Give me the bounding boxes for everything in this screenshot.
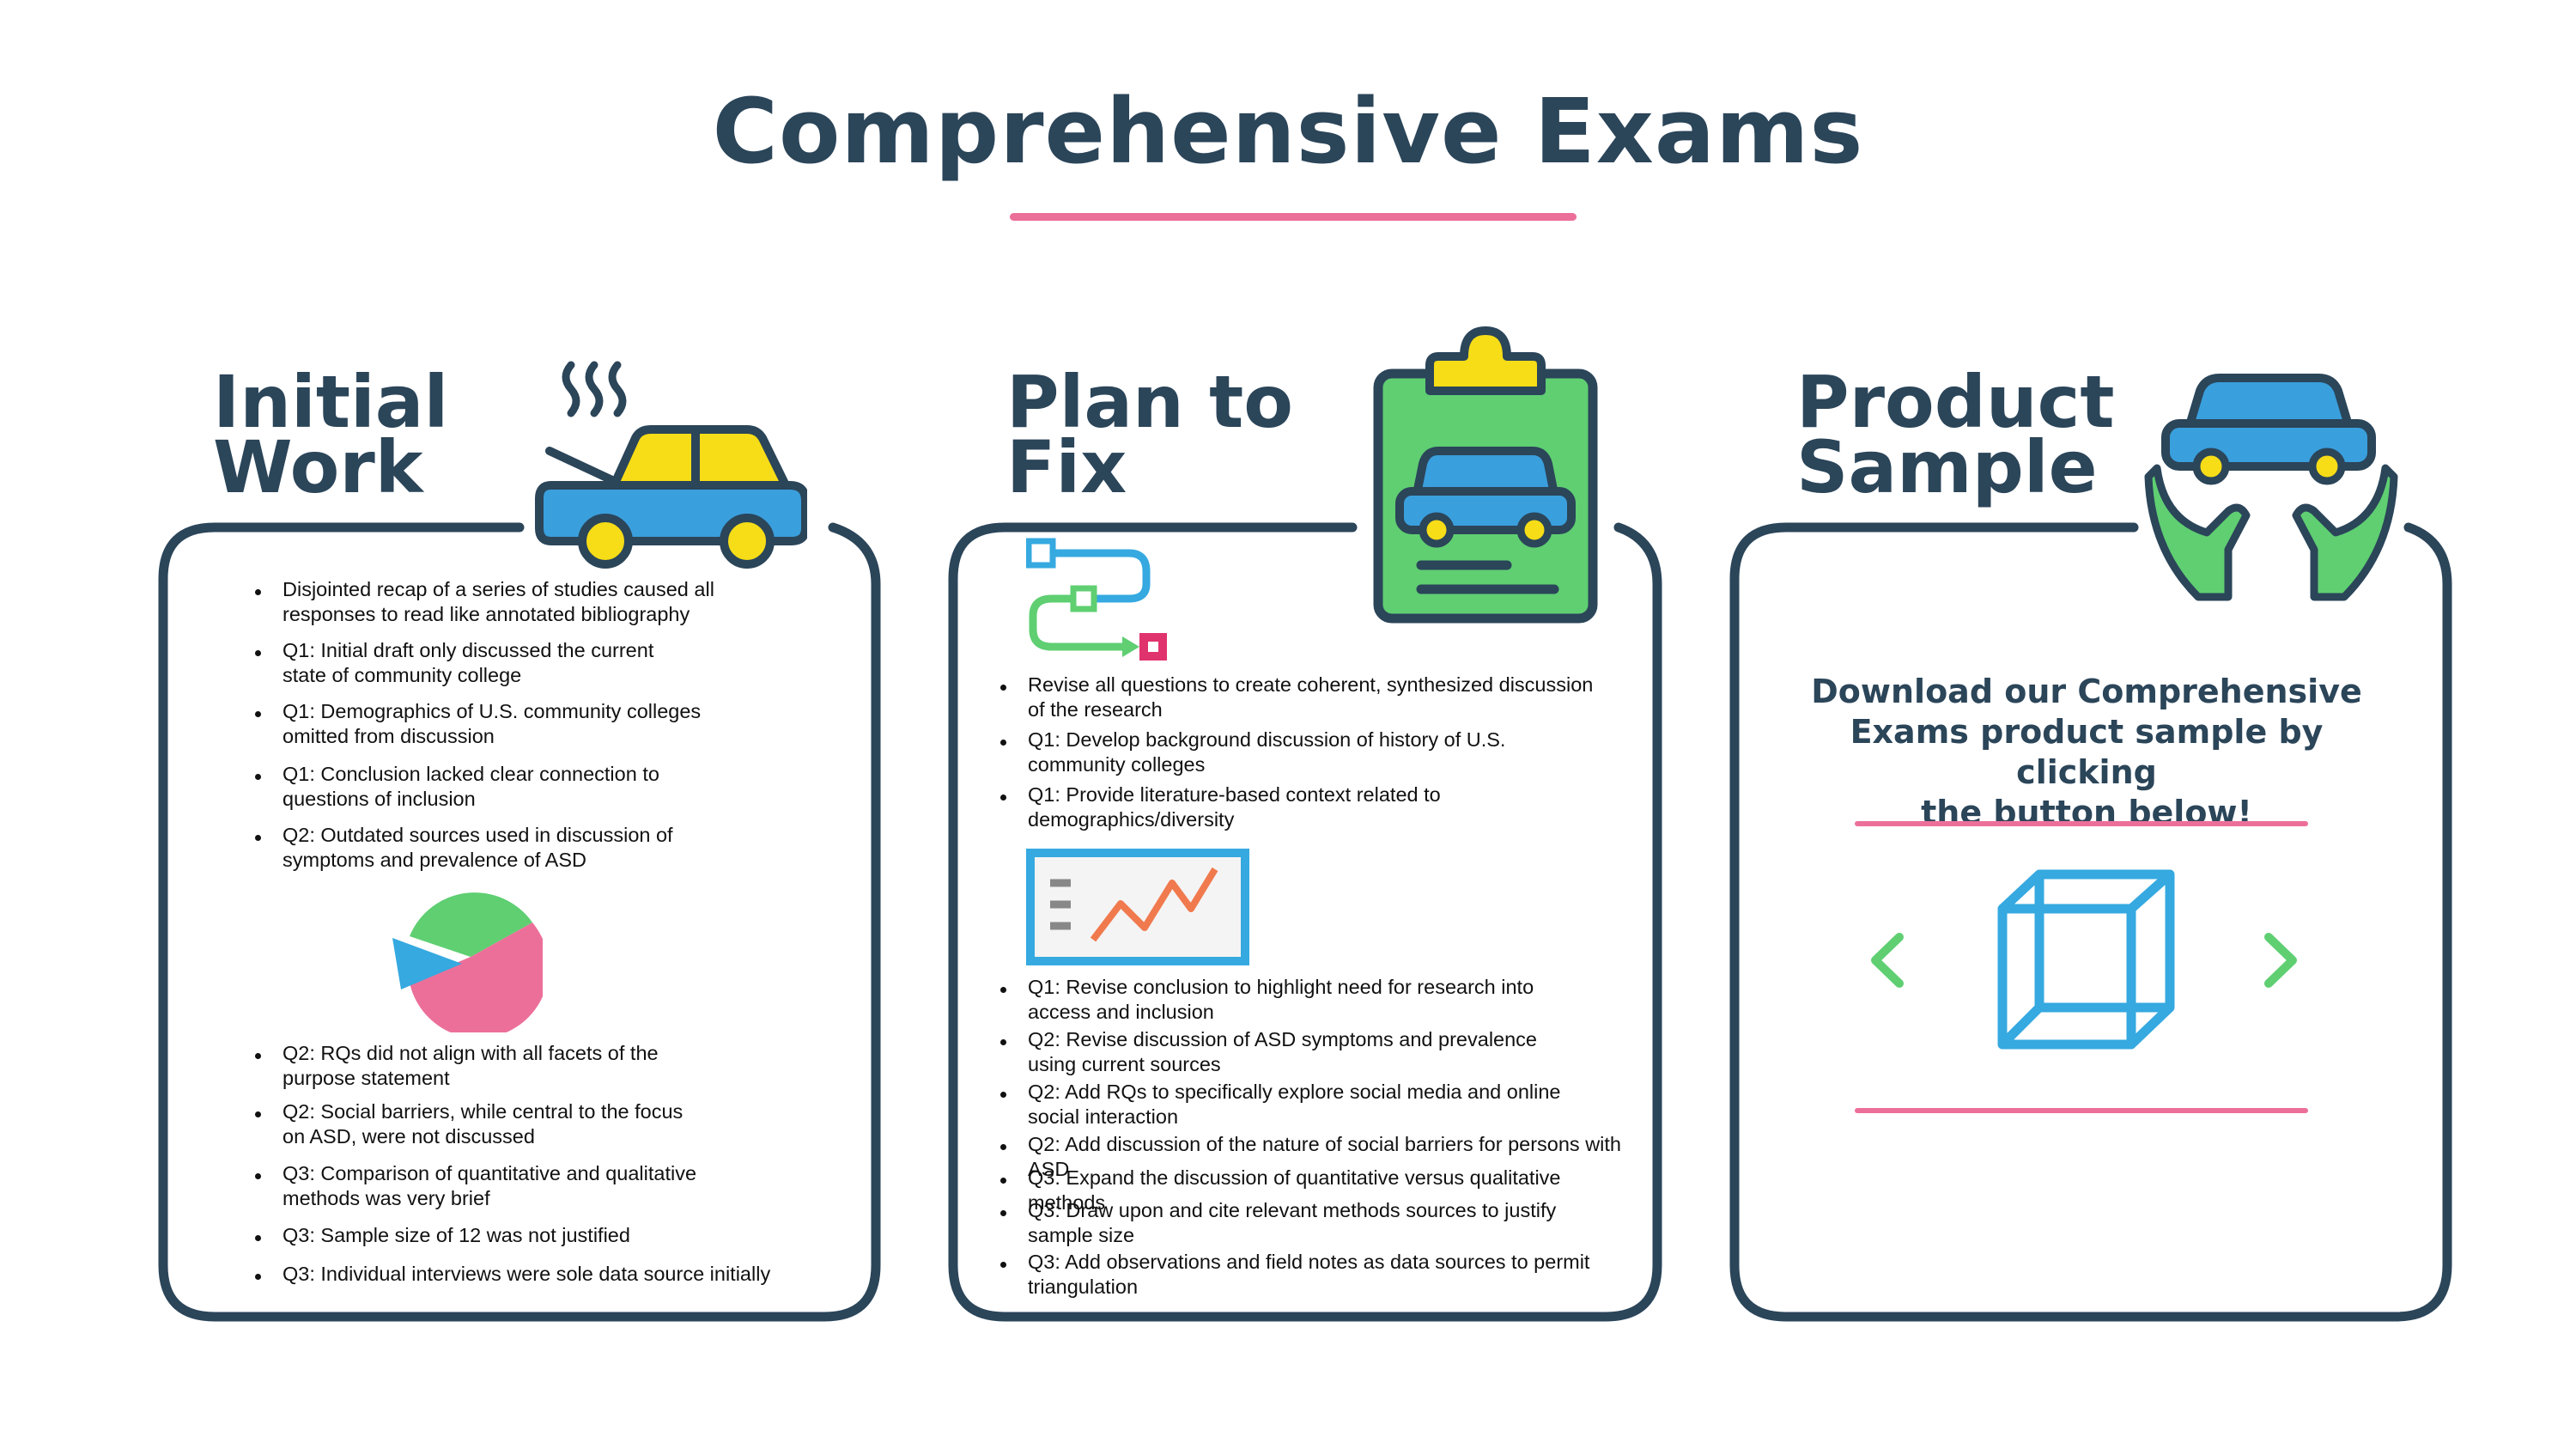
list-item: Q3: Add observations and field notes as … — [1000, 1250, 1589, 1300]
list-item: Q2: Social barriers, while central to th… — [255, 1099, 683, 1149]
title-underline — [1010, 213, 1577, 221]
list-item: Q3: Individual interviews were sole data… — [255, 1262, 770, 1287]
list-item: Q2: Add discussion of the nature of soci… — [1000, 1132, 1636, 1182]
divider-bottom — [1855, 1108, 2308, 1113]
card-initial-work-frame — [158, 522, 881, 1322]
list-item: Q2: Outdated sources used in discussion … — [255, 823, 673, 873]
card-plan-to-fix-frame — [948, 522, 1662, 1322]
plan-to-fix-heading: Plan to Fix — [1006, 360, 1293, 509]
line-chart-icon — [1026, 849, 1249, 965]
clipboard-car-icon — [1373, 326, 1598, 624]
list-item: Q1: Demographics of U.S. community colle… — [255, 699, 701, 749]
page-title: Comprehensive Exams — [712, 79, 1864, 184]
list-item: Q1: Provide literature-based context rel… — [1000, 782, 1441, 832]
list-item: Q1: Conclusion lacked clear connection t… — [255, 762, 659, 812]
cube-icon[interactable] — [1992, 866, 2181, 1055]
chevron-right-icon[interactable] — [2260, 932, 2303, 989]
list-item: Revise all questions to create coherent,… — [1000, 673, 1593, 722]
download-prompt: Download our Comprehensive Exams product… — [1811, 673, 2362, 831]
chevron-left-icon[interactable] — [1865, 932, 1908, 989]
list-item: Disjointed recap of a series of studies … — [255, 577, 714, 627]
hands-holding-car-icon — [2144, 374, 2398, 601]
list-item: Q2: Add RQs to specifically explore soci… — [1000, 1080, 1560, 1129]
list-item: Q1: Revise conclusion to highlight need … — [1000, 975, 1534, 1025]
list-item: Q3: Expand the discussion of quantitativ… — [1000, 1166, 1636, 1215]
product-sample-heading: Product Sample — [1796, 360, 2115, 509]
initial-work-heading: Initial Work — [213, 360, 449, 509]
list-item: Q3: Sample size of 12 was not justified — [255, 1223, 630, 1248]
pie-chart-icon — [392, 892, 543, 1032]
list-item: Q2: Revise discussion of ASD symptoms an… — [1000, 1027, 1537, 1077]
workflow-arrows-icon — [1026, 538, 1167, 661]
list-item: Q1: Develop background discussion of his… — [1000, 728, 1505, 777]
card-product-sample-frame — [1729, 522, 2452, 1322]
list-item: Q2: RQs did not align with all facets of… — [255, 1041, 659, 1091]
list-item: Q3: Draw upon and cite relevant methods … — [1000, 1198, 1556, 1248]
overheating-car-icon — [535, 361, 807, 569]
divider-top — [1855, 821, 2308, 826]
list-item: Q3: Comparison of quantitative and quali… — [255, 1161, 696, 1211]
list-item: Q1: Initial draft only discussed the cur… — [255, 638, 653, 688]
